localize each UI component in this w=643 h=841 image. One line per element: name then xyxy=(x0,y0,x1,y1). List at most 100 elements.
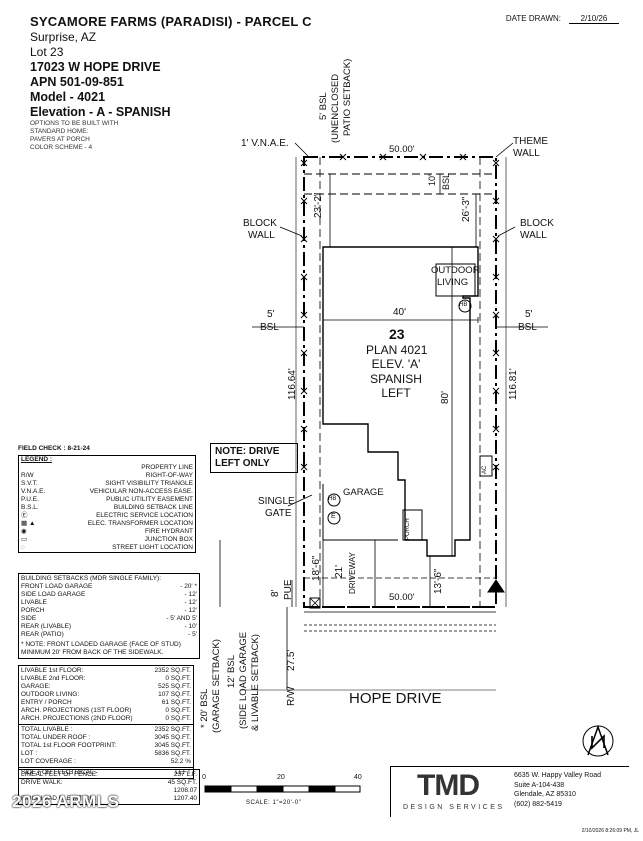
single-gate-label-2: GATE xyxy=(265,508,292,519)
legend-item: B.S.L.BUILDING SETBACK LINE xyxy=(21,504,193,511)
logo-mark: TMD xyxy=(417,769,480,802)
firm-logo: TMD DESIGN SERVICES xyxy=(390,766,629,817)
date-drawn-label: DATE DRAWN: xyxy=(505,14,561,23)
outdoor-living-label-2: LIVING xyxy=(437,277,469,288)
street-light-icon: ◌ xyxy=(21,544,25,551)
city: Surprise, AZ xyxy=(30,30,97,44)
hb-label-rear: HB xyxy=(459,302,468,308)
address-line: (602) 882-5419 xyxy=(514,800,562,808)
setback-12-label-1: 12' BSL xyxy=(226,655,237,688)
option-note: STANDARD HOME: xyxy=(30,128,89,135)
dim-18-6-label: 18'-6" xyxy=(311,555,322,581)
curb-line xyxy=(304,624,496,632)
dim-right-label: 116.81' xyxy=(508,368,519,400)
address-line: Suite A-104-438 xyxy=(514,781,565,789)
outdoor-living-label-1: OUTDOOR xyxy=(431,265,480,276)
dim-10-bsl-label: BSL xyxy=(441,172,451,190)
setback-row: SIDE LOAD GARAGE- 12' xyxy=(21,591,197,598)
e-label: E xyxy=(331,513,336,520)
area-row: ARCH. PROJECTIONS (2ND FLOOR)0 SQ.FT. xyxy=(21,715,191,722)
dim-21-label: 21' xyxy=(334,564,345,578)
dim-rear-23-label: 23'-2" xyxy=(313,192,324,218)
total-row: TOTAL LIVABLE :2352 SQ.FT. xyxy=(21,726,191,733)
setback-20-label-1: * 20' BSL xyxy=(199,688,210,728)
setback-12-label-2: (SIDE LOAD GARAGE xyxy=(238,631,249,729)
outdoor-living-outline xyxy=(435,263,476,297)
model: Model - 4021 xyxy=(30,90,106,104)
legend-item: PROPERTY LINE xyxy=(141,464,193,471)
legend-item: ▩ ▲ELEC. TRANSFORMER LOCATION xyxy=(21,520,193,527)
dim-bottom-label: 50.00' xyxy=(389,592,415,603)
rw-label: R/W xyxy=(286,686,297,706)
block-wall-left-1: BLOCK xyxy=(243,218,277,229)
note-drive: NOTE: DRIVE LEFT ONLY xyxy=(210,443,298,473)
date-drawn-value: 2/10/26 xyxy=(569,14,619,24)
title-block: SYCAMORE FARMS (PARADISI) - PARCEL C Sur… xyxy=(30,14,312,152)
legend-title: LEGEND : xyxy=(21,456,53,463)
rear-setback-text-3: PATIO SETBACK) xyxy=(342,58,353,136)
dim-top-label: 50.00' xyxy=(389,144,415,155)
vnae-label: 1' V.N.A.E. xyxy=(241,138,289,149)
dim-10-label: 10' xyxy=(427,174,437,186)
electric-symbol-icon: Ⓔ xyxy=(21,512,28,519)
total-row: LOT COVERAGE :52.2 % xyxy=(21,758,191,765)
setback-12-label-3: & LIVABLE SETBACK) xyxy=(250,634,261,731)
setbacks-box: BUILDING SETBACKS (MDR SINGLE FAMILY): F… xyxy=(18,573,200,659)
rear-setback-text-2: (UNENCLOSED xyxy=(330,73,341,143)
hb-label-garage: HB xyxy=(328,496,337,502)
hydrant-icon: ◉ xyxy=(21,528,27,535)
hb-symbol-rear xyxy=(458,299,472,313)
scale-bar xyxy=(204,785,361,793)
pue-label: PUE xyxy=(283,579,294,600)
address-line: 6635 W. Happy Valley Road xyxy=(514,772,602,779)
junction-box-icon: ▭ xyxy=(21,536,28,543)
setback-row: SIDE- 5' AND 5' xyxy=(21,615,197,622)
total-row: TOTAL 1st FLOOR FOOTPRINT:3045 SQ.FT. xyxy=(21,742,191,749)
dim-left-label: 116.64' xyxy=(287,368,298,400)
style-label: SPANISH xyxy=(370,372,422,386)
street-light xyxy=(487,579,505,593)
fence-row: FINISH PAD ELEVATION:1207.40 xyxy=(21,795,197,802)
note-drive-line-1: NOTE: DRIVE xyxy=(215,446,280,457)
area-row: GARAGE:525 SQ.FT. xyxy=(21,683,191,690)
scale-tick-20: 20 xyxy=(277,774,285,781)
option-note: PAVERS AT PORCH xyxy=(30,136,90,143)
option-note: OPTIONS TO BE BUILT WITH xyxy=(30,120,119,127)
junction-box xyxy=(309,597,321,609)
dim-width-label: 40' xyxy=(393,307,407,318)
scale-tick-0: 0 xyxy=(202,774,206,781)
footer-stamp: 2/10/2026 8:26:09 PM, JL xyxy=(581,828,639,834)
lot-number: Lot 23 xyxy=(30,45,64,59)
block-wall-right-2: WALL xyxy=(520,230,547,241)
legend-item: ▭JUNCTION BOX xyxy=(21,536,193,543)
hb-symbol-garage xyxy=(327,493,341,507)
porch-outline xyxy=(402,509,423,541)
block-wall-marks xyxy=(300,153,500,471)
garage-label: GARAGE xyxy=(343,487,384,498)
dim-27-5-label: 27.5' xyxy=(286,649,297,671)
dim-rear-26-label: 26'-3" xyxy=(461,196,472,222)
bsl-right: BSL xyxy=(518,322,537,333)
dim-depth-label: 80' xyxy=(440,390,451,404)
legend-item: V.N.A.E.VEHICULAR NON-ACCESS EASE. xyxy=(21,488,193,495)
theme-wall-label-2: WALL xyxy=(513,148,540,159)
ac-unit xyxy=(479,455,493,477)
bsl-left: BSL xyxy=(260,322,279,333)
area-row: LIVABLE 1st FLOOR:2352 SQ.FT. xyxy=(21,667,191,674)
fence-row: DRIVE WALK:45 SQ.FT. xyxy=(21,779,197,786)
areas-box: LIVABLE 1st FLOOR:2352 SQ.FT. LIVABLE 2n… xyxy=(18,665,194,779)
legend-item: ◌STREET LIGHT LOCATION xyxy=(21,544,193,551)
street-address: 17023 W HOPE DRIVE xyxy=(30,60,161,74)
plan-label: PLAN 4021 xyxy=(366,343,428,357)
bsl-5-left: 5' xyxy=(267,309,275,320)
total-row: LOT :5836 SQ.FT. xyxy=(21,750,191,757)
driveway-label: DRIVEWAY xyxy=(348,552,357,594)
block-wall-right-1: BLOCK xyxy=(520,218,554,229)
porch-label: PORCH xyxy=(405,518,411,540)
note-drive-line-2: LEFT ONLY xyxy=(215,458,270,469)
area-row: OUTDOOR LIVING:107 SQ.FT. xyxy=(21,691,191,698)
block-wall-left-2: WALL xyxy=(248,230,275,241)
rear-setback-text-1: 5' BSL xyxy=(318,92,329,120)
